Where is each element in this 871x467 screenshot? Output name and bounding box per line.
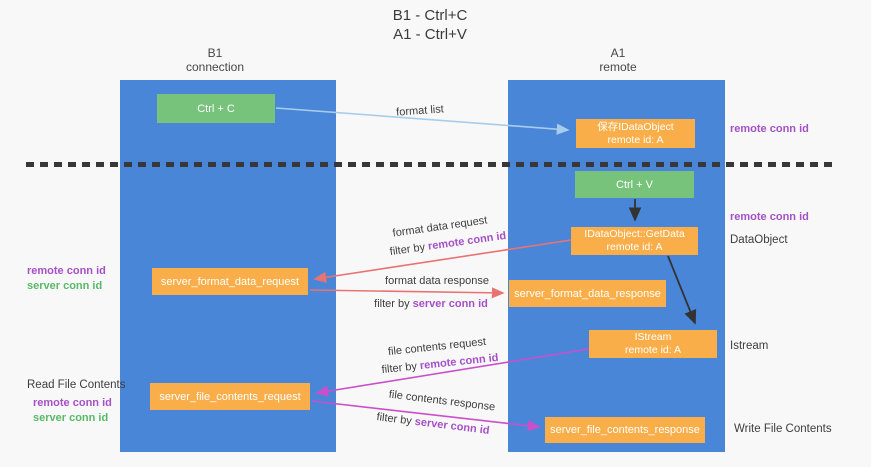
lane-a1-role: remote bbox=[599, 60, 637, 74]
node-server-format-data-request: server_format_data_request bbox=[152, 268, 308, 295]
node-ctrl-c: Ctrl + C bbox=[157, 94, 275, 123]
lane-b1-name: B1 bbox=[207, 46, 223, 60]
flow-label-format-data-response-filter: filter by server conn id bbox=[374, 298, 488, 310]
label-remote-conn-id-mid-left: remote conn id bbox=[27, 265, 106, 277]
format-request-label: server_format_data_request bbox=[160, 275, 300, 288]
diagram-title: B1 - Ctrl+C A1 - Ctrl+V bbox=[0, 6, 860, 44]
label-read-file-contents: Read File Contents bbox=[27, 379, 126, 391]
node-ctrl-v: Ctrl + V bbox=[575, 171, 694, 198]
node-server-file-contents-request: server_file_contents_request bbox=[150, 383, 310, 410]
node-istream: IStream remote id: A bbox=[589, 330, 717, 358]
getdata-line1: IDataObject::GetData bbox=[584, 228, 685, 240]
lane-a1-name: A1 bbox=[610, 46, 626, 60]
label-server-conn-id-bottom-left: server conn id bbox=[33, 412, 109, 424]
node-server-format-data-response: server_format_data_response bbox=[509, 280, 666, 307]
flow-label-format-data-response: format data response bbox=[385, 275, 489, 287]
lane-header-a1: A1 remote bbox=[533, 46, 703, 74]
flow-label-file-contents-response: file contents response bbox=[388, 388, 496, 414]
label-server-conn-id-mid-left: server conn id bbox=[27, 280, 103, 292]
filter-key-server-conn-id: server conn id bbox=[414, 415, 491, 437]
label-remote-conn-id-top-right: remote conn id bbox=[730, 123, 809, 135]
label-write-file-contents: Write File Contents bbox=[734, 423, 832, 435]
filter-key-remote-conn-id: remote conn id bbox=[427, 229, 507, 253]
ctrl-v-label: Ctrl + V bbox=[616, 178, 653, 191]
label-remote-conn-id-mid-right: remote conn id bbox=[730, 211, 809, 223]
title-line-1: B1 - Ctrl+C bbox=[392, 7, 468, 24]
label-istream: Istream bbox=[730, 340, 769, 352]
flow-label-format-list: format list bbox=[395, 103, 445, 119]
clipboard-store-line1: 保存IDataObject bbox=[597, 120, 674, 133]
label-remote-conn-id-bottom-left: remote conn id bbox=[33, 397, 112, 409]
flow-label-file-contents-response-filter: filter by server conn id bbox=[376, 411, 490, 437]
istream-line1: IStream bbox=[634, 331, 672, 343]
label-dataobject: DataObject bbox=[730, 234, 788, 246]
filter-prefix: filter by bbox=[375, 411, 413, 428]
getdata-line2: remote id: A bbox=[606, 241, 663, 253]
filter-prefix: filter by bbox=[389, 241, 426, 259]
node-getdata: IDataObject::GetData remote id: A bbox=[571, 227, 698, 255]
lane-b1-role: connection bbox=[185, 60, 245, 74]
filter-key-remote-conn-id: remote conn id bbox=[419, 351, 499, 373]
filter-prefix: filter by bbox=[374, 298, 410, 310]
title-line-2: A1 - Ctrl+V bbox=[393, 26, 467, 43]
file-response-label: server_file_contents_response bbox=[550, 424, 700, 436]
filter-prefix: filter by bbox=[381, 360, 418, 377]
clipboard-store-line2: remote id: A bbox=[607, 133, 664, 146]
node-clipboard-store: 保存IDataObject remote id: A bbox=[576, 119, 695, 148]
format-response-label: server_format_data_response bbox=[514, 287, 661, 300]
filter-key-server-conn-id: server conn id bbox=[412, 298, 488, 310]
file-request-label: server_file_contents_request bbox=[159, 390, 301, 403]
istream-line2: remote id: A bbox=[624, 344, 682, 356]
ctrl-c-label: Ctrl + C bbox=[197, 102, 235, 115]
node-server-file-contents-response: server_file_contents_response bbox=[545, 417, 705, 443]
phase-divider bbox=[26, 162, 832, 167]
arrow-format-data-response bbox=[309, 287, 505, 299]
lane-header-b1: B1 connection bbox=[130, 46, 300, 74]
